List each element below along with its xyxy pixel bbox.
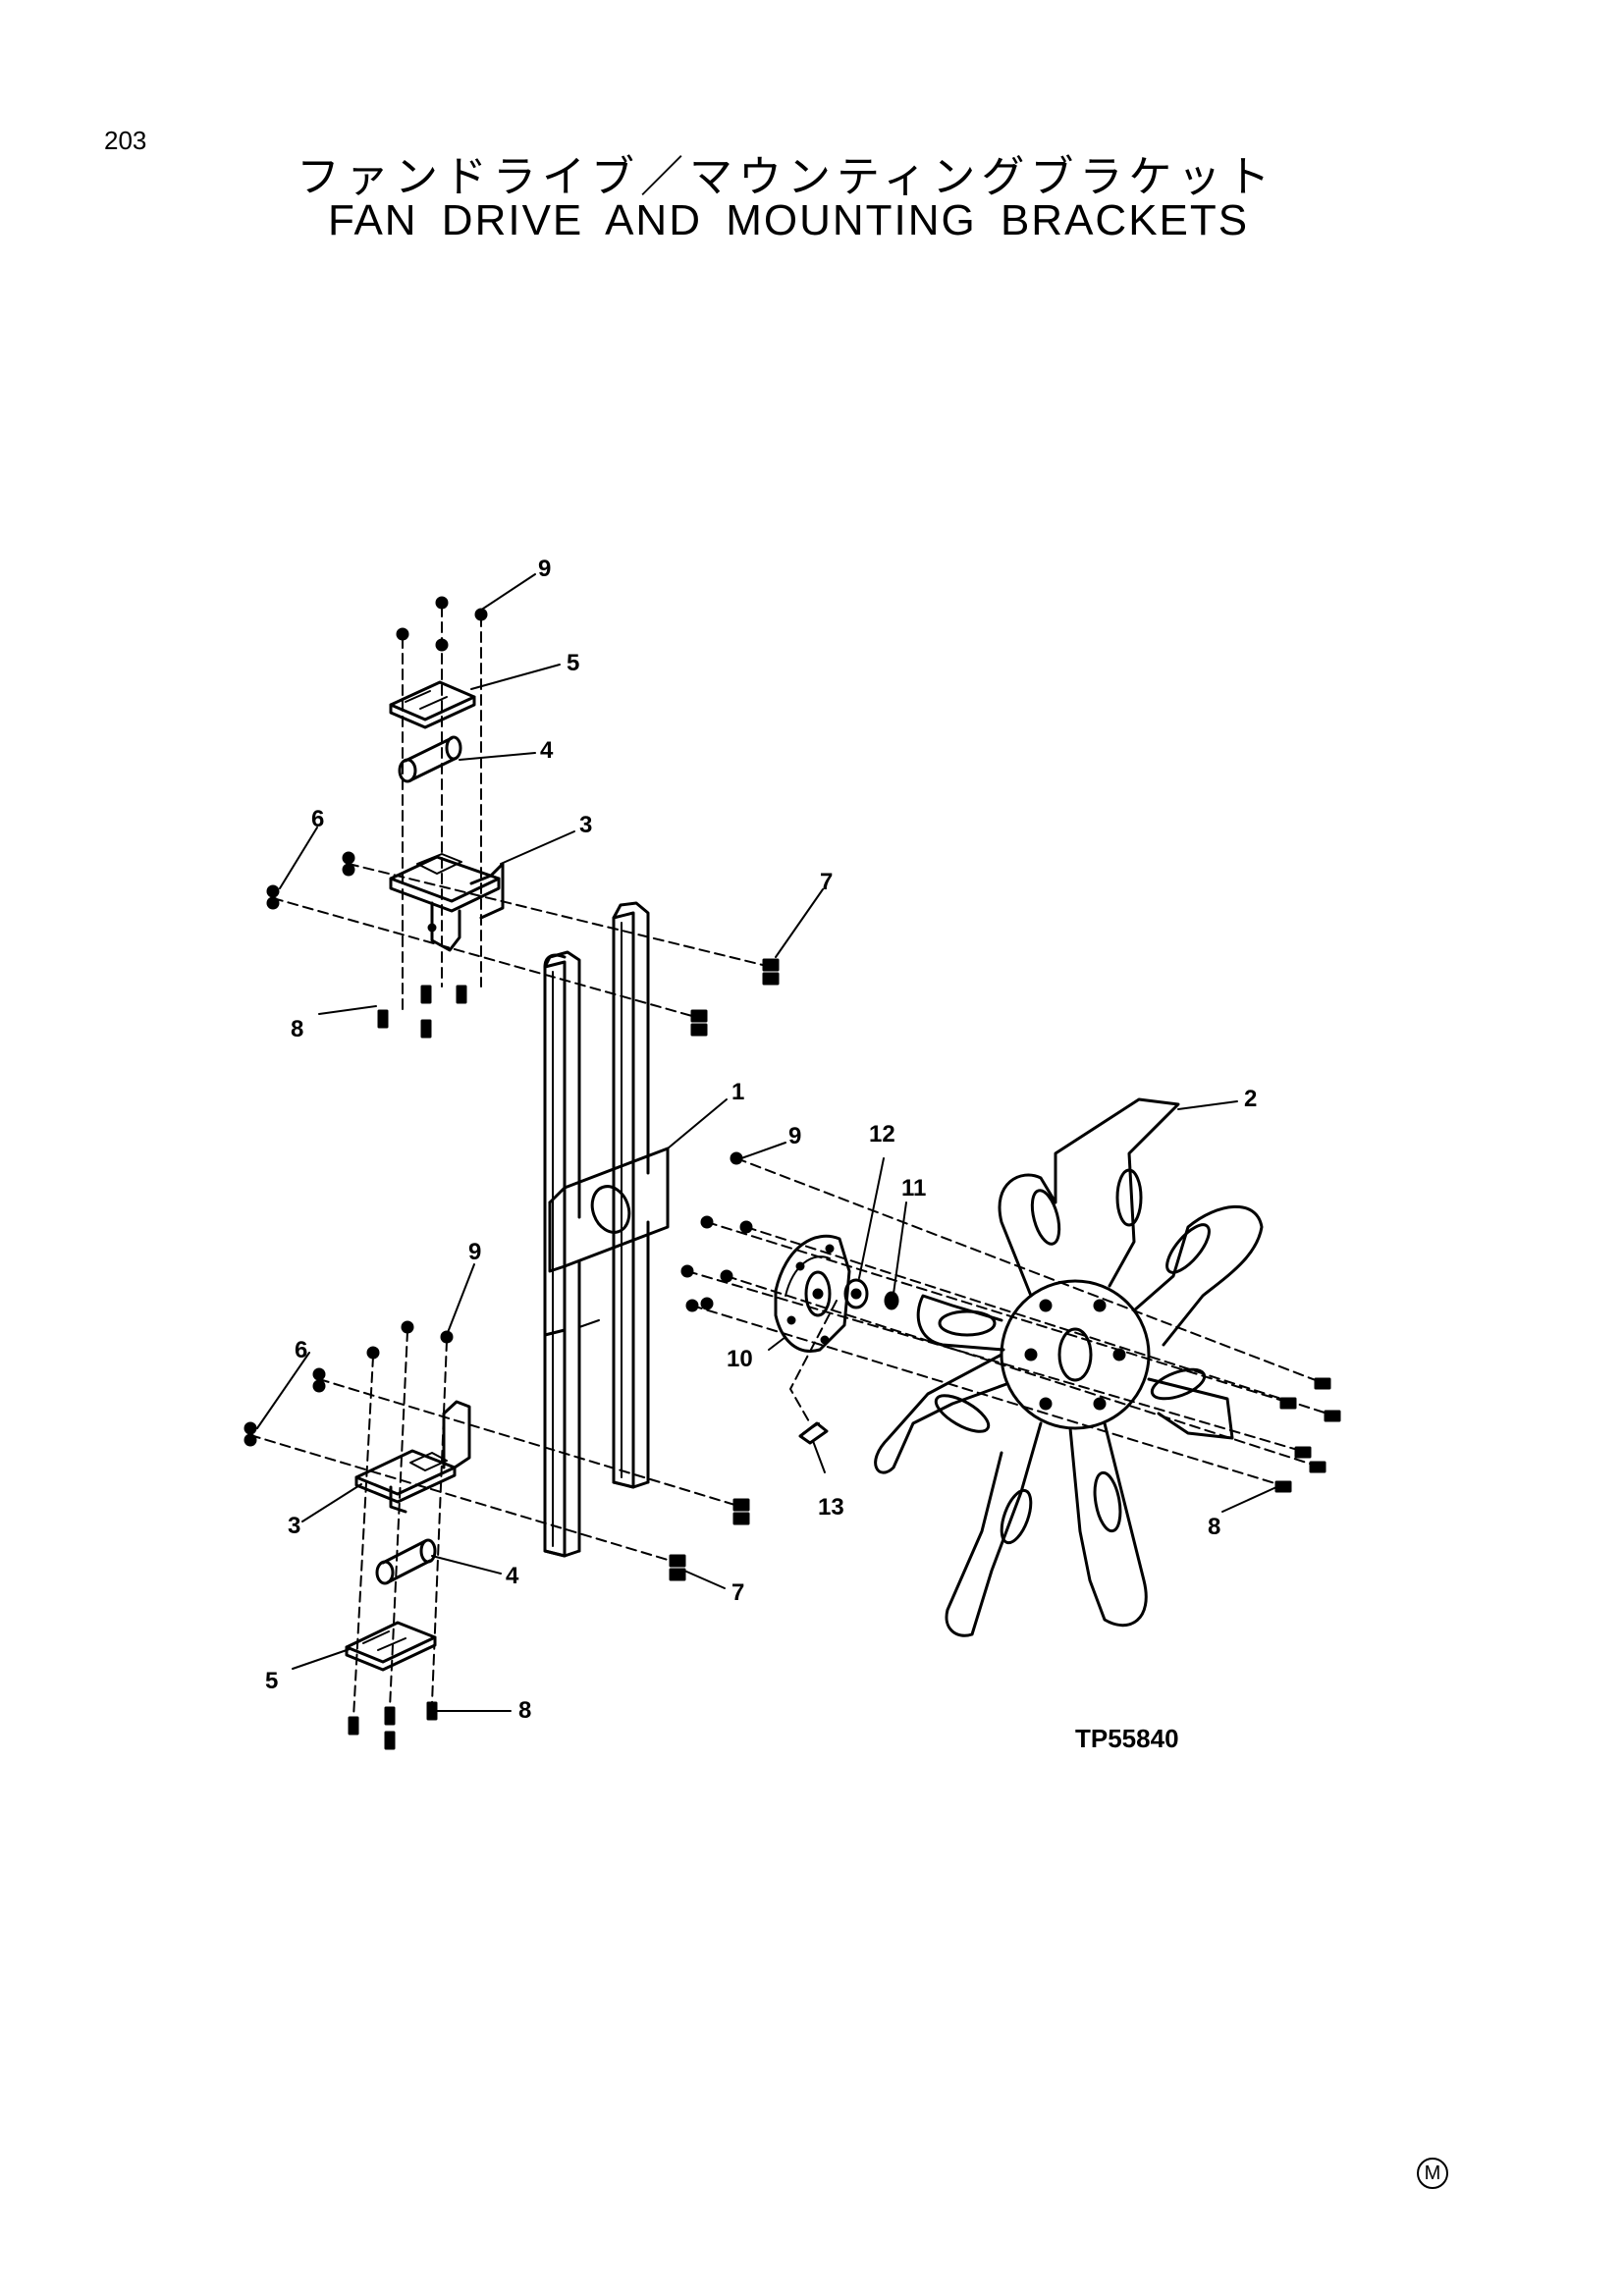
hardware-fan-fasteners — [680, 1151, 1341, 1493]
hardware-bolts-lower — [348, 1498, 750, 1750]
callout-13: 13 — [818, 1494, 844, 1521]
callout-5-upper: 5 — [567, 650, 579, 676]
frame-bracket-part-1 — [543, 901, 670, 1558]
callout-12: 12 — [869, 1121, 895, 1148]
callout-4-lower: 4 — [506, 1563, 519, 1589]
upper-mount-bracket-part-3 — [389, 853, 505, 952]
hardware-bolts-upper — [377, 958, 780, 1039]
hardware-nuts-upper — [266, 596, 488, 910]
callout-8-right: 8 — [1208, 1514, 1220, 1540]
assembly-alignment-lines — [249, 606, 1331, 1719]
lower-pin-part-4 — [375, 1538, 437, 1585]
callout-6-upper: 6 — [311, 806, 324, 832]
callout-leader-lines — [256, 573, 1277, 1712]
figure-id: TP55840 — [1075, 1724, 1179, 1753]
callout-9-lower: 9 — [468, 1239, 481, 1265]
retainer-clip-part-13 — [798, 1421, 829, 1445]
nut-part-11 — [884, 1291, 899, 1310]
callout-5-lower: 5 — [265, 1668, 278, 1694]
hardware-nuts-lower — [244, 1320, 454, 1447]
callout-8-upper: 8 — [291, 1016, 303, 1042]
upper-clamp-part-5 — [389, 680, 476, 729]
lower-mount-bracket-part-3 — [354, 1400, 471, 1514]
callout-8-lower: 8 — [518, 1697, 531, 1724]
page-title: FAN DRIVE AND MOUNTING BRACKETS — [328, 196, 1250, 244]
callout-9-upper: 9 — [538, 556, 551, 582]
callout-1: 1 — [731, 1079, 744, 1105]
circled-m-mark: M — [1417, 2158, 1448, 2189]
upper-pin-part-4 — [398, 735, 462, 783]
callout-2: 2 — [1244, 1086, 1257, 1112]
lower-clamp-part-5 — [345, 1621, 437, 1672]
callout-11: 11 — [901, 1175, 926, 1201]
callout-numbers: 9 5 4 3 6 7 8 1 2 9 12 11 9 6 10 13 8 3 … — [265, 556, 1257, 1724]
page-title-japanese: ファンドライブ／マウンティングブラケット — [297, 152, 1276, 202]
callout-3-upper: 3 — [579, 812, 592, 838]
callout-3-lower: 3 — [288, 1513, 300, 1539]
spacer-washer-part-12 — [843, 1278, 869, 1309]
callout-7-lower: 7 — [731, 1579, 744, 1606]
fan-part-2 — [874, 1097, 1264, 1637]
callout-9-middle: 9 — [788, 1123, 801, 1149]
callout-4-upper: 4 — [540, 737, 554, 764]
callout-10: 10 — [727, 1346, 753, 1372]
page-number: 203 — [104, 126, 147, 155]
callout-7-upper: 7 — [820, 869, 833, 895]
callout-6-lower: 6 — [295, 1337, 307, 1363]
